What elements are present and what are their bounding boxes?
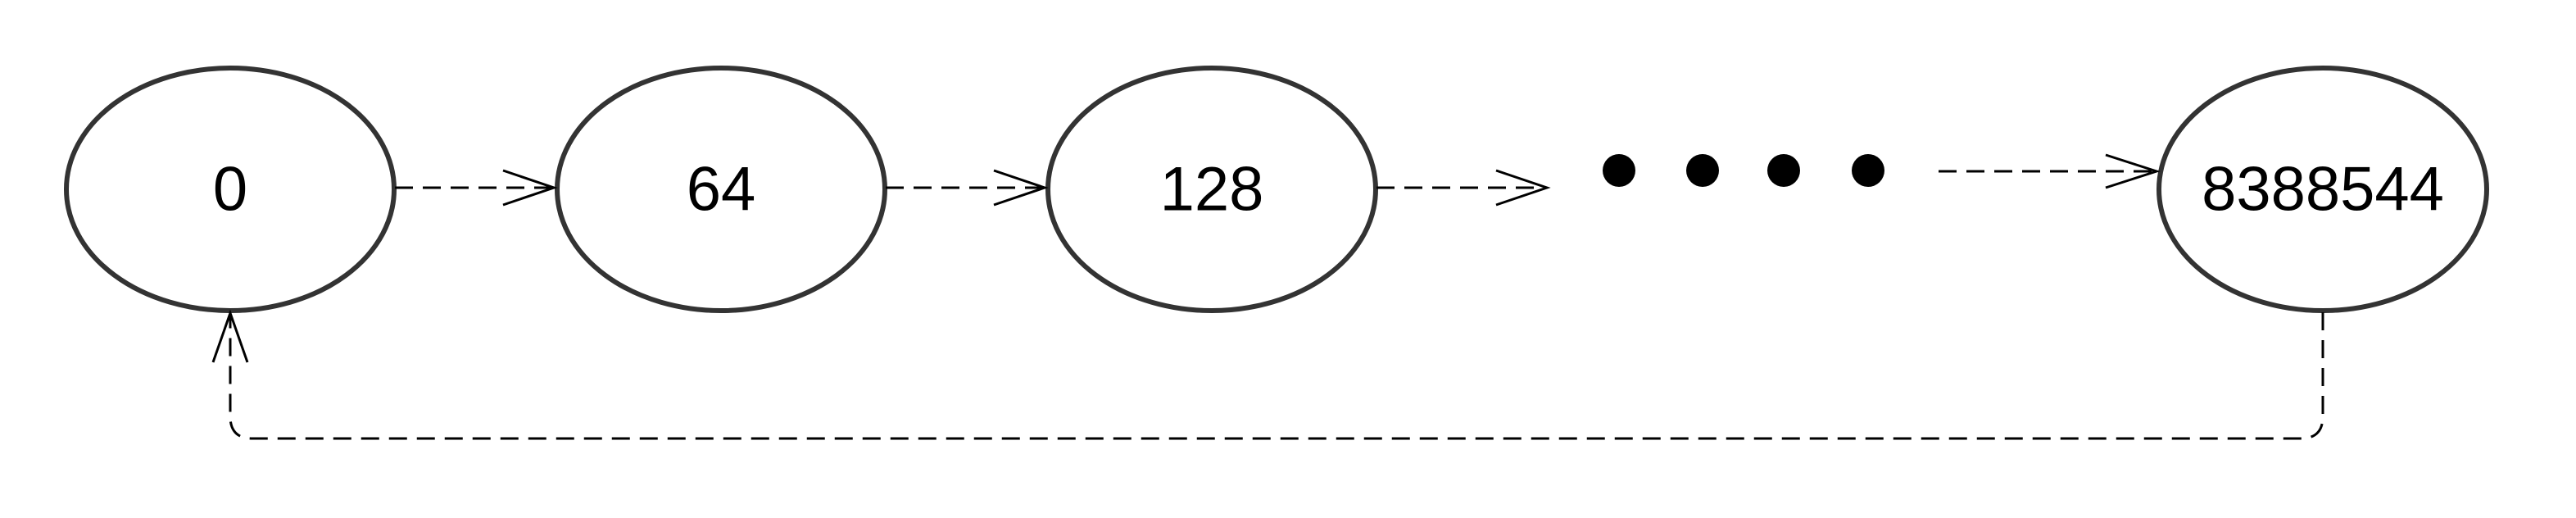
node-8388544-ellipse <box>2156 66 2489 313</box>
node-128-label: 128 <box>1160 155 1264 225</box>
node-8388544-label: 8388544 <box>2202 155 2444 225</box>
node-128: 128 <box>1045 66 1378 313</box>
arrow-head-128 <box>993 169 1049 207</box>
ellipsis <box>1603 154 1884 187</box>
edge-ellipsis-to-8388544 <box>1939 153 2161 189</box>
node-0-label: 0 <box>213 155 247 225</box>
node-64: 64 <box>555 66 887 313</box>
edge-8388544-to-0 <box>211 309 2324 440</box>
edge-64-to-128 <box>886 169 1049 207</box>
node-0: 0 <box>64 66 397 313</box>
node-64-ellipse <box>555 66 887 313</box>
ellipsis-dot-4 <box>1852 154 1884 187</box>
arrow-head-64 <box>502 169 558 207</box>
node-128-ellipse <box>1045 66 1378 313</box>
node-8388544: 8388544 <box>2156 66 2489 313</box>
ellipsis-dot-3 <box>1767 154 1800 187</box>
arrow-head-ellipsis <box>1495 169 1551 207</box>
edge-128-to-ellipsis <box>1376 169 1551 207</box>
arrow-head-0 <box>211 309 249 363</box>
node-64-label: 64 <box>687 155 756 225</box>
edge-0-to-64 <box>395 169 558 207</box>
ellipsis-dot-2 <box>1686 154 1719 187</box>
edge-8388544-to-0-line <box>229 312 2324 440</box>
arrow-head-8388544 <box>2105 153 2161 189</box>
ellipsis-dot-1 <box>1603 154 1635 187</box>
